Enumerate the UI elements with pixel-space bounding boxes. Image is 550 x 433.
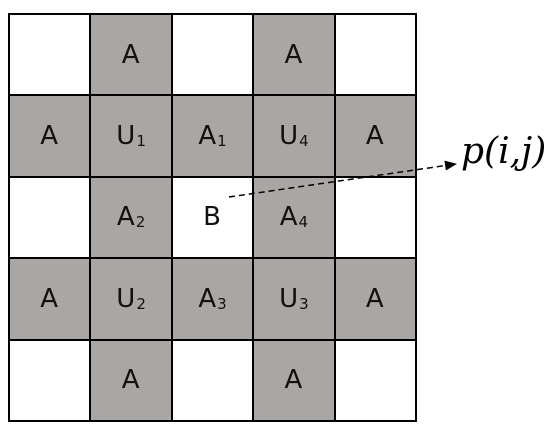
grid-cell-r4-c4 <box>335 340 415 420</box>
grid-cell-r1-c0: A <box>10 96 90 176</box>
grid-cell-r4-c0 <box>10 340 90 420</box>
grid-cell-r4-c3: A <box>254 340 334 420</box>
grid-cell-r3-c0: A <box>10 259 90 339</box>
pixel-label: p(i,j) <box>461 131 547 172</box>
cell-letter: U <box>116 121 136 152</box>
cell-letter: A <box>198 283 217 314</box>
cell-letter: B <box>203 202 221 233</box>
dashed-arrow-line <box>228 160 457 198</box>
cell-letter: U <box>116 283 136 314</box>
cell-subscript: 1 <box>136 132 146 151</box>
grid-cell-r0-c1: A <box>91 15 171 95</box>
grid-cell-r1-c4: A <box>335 96 415 176</box>
grid-cell-r4-c2 <box>172 340 253 420</box>
cell-subscript: 3 <box>299 294 309 313</box>
cell-letter: A <box>279 202 298 233</box>
grid-cell-r0-c3: A <box>254 15 334 95</box>
grid-cell-r4-c1: A <box>91 340 171 420</box>
grid-cell-r0-c4 <box>335 15 415 95</box>
grid-cell-r2-c2: B <box>172 177 253 258</box>
cell-subscript: 4 <box>298 213 309 232</box>
cell-letter: A <box>284 39 303 70</box>
cell-letter: A <box>116 202 135 233</box>
cell-letter: A <box>40 121 59 152</box>
cell-letter: A <box>40 283 59 314</box>
cell-letter: A <box>284 365 303 396</box>
cell-subscript: 2 <box>136 294 146 313</box>
cell-letter: A <box>198 121 217 152</box>
grid-cell-r2-c0 <box>10 177 90 258</box>
cell-subscript: 1 <box>217 132 227 151</box>
cell-letter: U <box>279 121 299 152</box>
grid-cell-r3-c4: A <box>335 259 415 339</box>
cell-letter: A <box>121 365 140 396</box>
cell-letter: A <box>121 39 140 70</box>
cell-letter: A <box>365 121 384 152</box>
cell-letter: A <box>365 283 384 314</box>
grid-cell-r0-c2 <box>172 15 253 95</box>
cell-subscript: 2 <box>135 213 146 232</box>
cell-letter: U <box>279 283 299 314</box>
cell-subscript: 3 <box>217 294 227 313</box>
grid-cell-r0-c0 <box>10 15 90 95</box>
cell-subscript: 4 <box>299 132 309 151</box>
grid-cell-r2-c4 <box>335 177 415 258</box>
